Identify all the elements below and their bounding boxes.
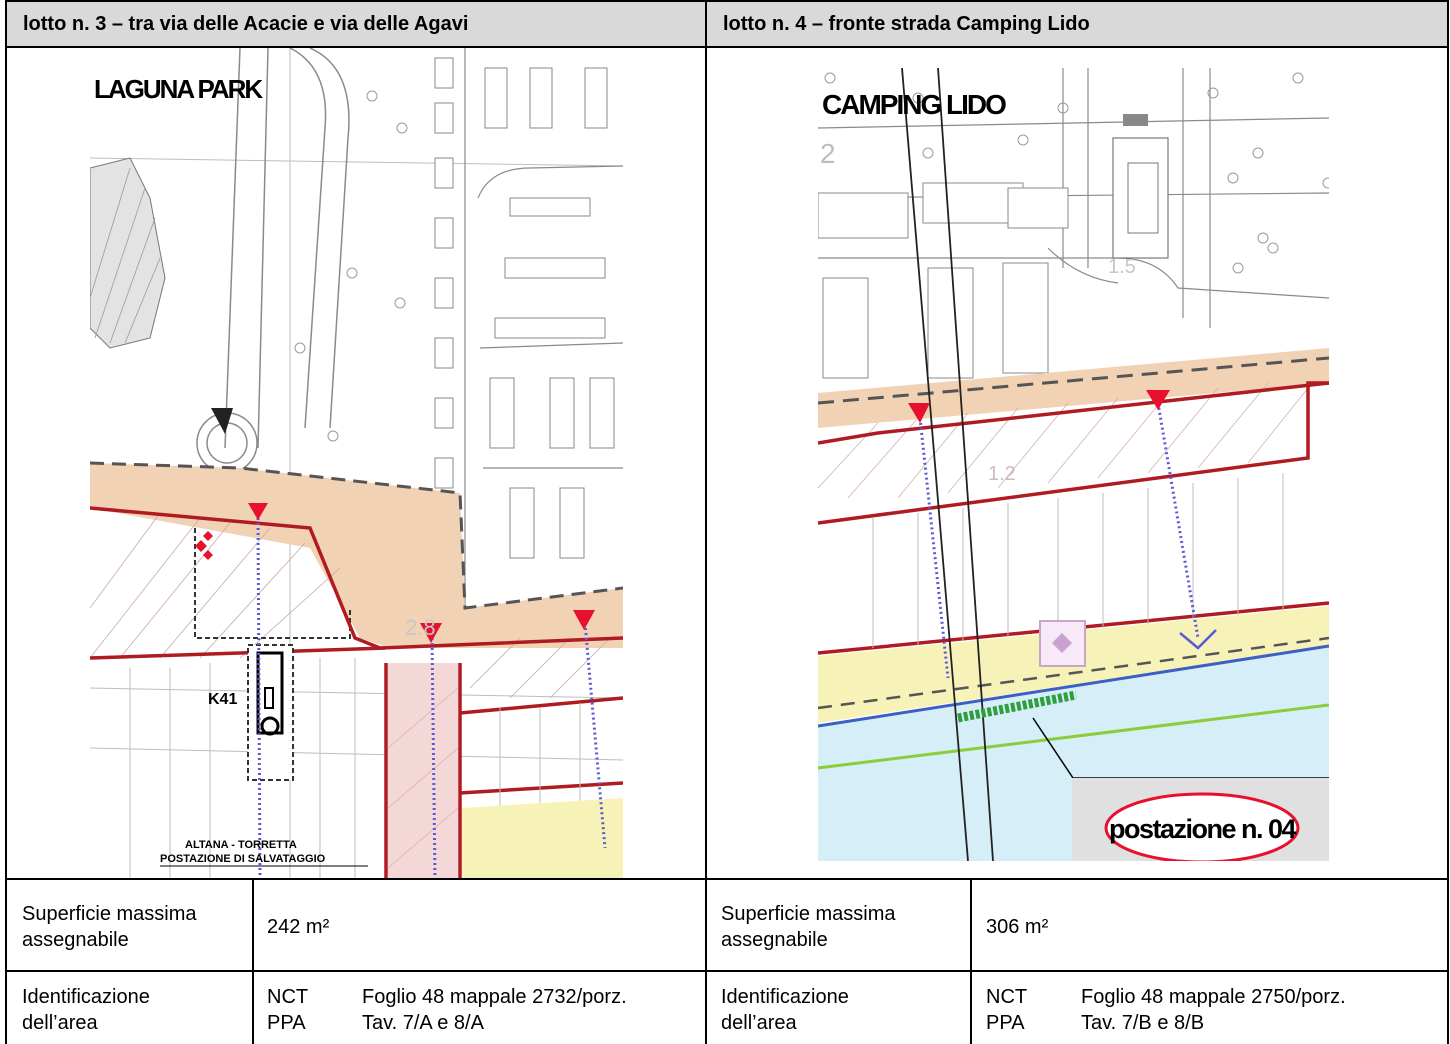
header-cell-lotto4: lotto n. 4 – fronte strada Camping Lido (707, 2, 1447, 46)
postazione-label: postazione n. 04 (1109, 814, 1297, 844)
lotto4-title: lotto n. 4 – fronte strada Camping Lido (723, 13, 1090, 35)
nct-label-lotto4: NCT (986, 986, 1028, 1008)
table-border-right (1447, 0, 1449, 1044)
superficie-label-lotto3: Superficie massima assegnabile (22, 903, 197, 951)
table-border-row2-bottom (5, 970, 1449, 972)
map-lotto3-drawing: 2.8 LAGUNA PARK K41 ALTANA - TORRETTA PO… (90, 48, 623, 878)
superficie-label-lotto4: Superficie massima assegnabile (721, 903, 896, 951)
ident-label-lotto4: Identificazione dell’area (721, 986, 849, 1034)
map3-number-label: 2.8 (405, 615, 436, 640)
table-border-middle (705, 0, 707, 1044)
ident-values-lotto4: Foglio 48 mappale 2750/porz. Tav. 7/B e … (1081, 984, 1346, 1036)
ppa-label-lotto3: PPA (267, 1012, 306, 1034)
ppa-label-lotto4: PPA (986, 1012, 1025, 1034)
superficie-value-lotto3: 242 m² (267, 916, 330, 938)
map4-number-15: 1.5 (1108, 256, 1136, 278)
ppa-value-lotto3: Tav. 7/A e 8/A (362, 1012, 484, 1034)
lotto3-title: lotto n. 3 – tra via delle Acacie e via … (23, 13, 469, 35)
nct-value-lotto4: Foglio 48 mappale 2750/porz. (1081, 986, 1346, 1008)
table-border-row1-bottom (5, 878, 1449, 880)
superficie-value-lotto4: 306 m² (986, 916, 1049, 938)
table-border-header-bottom (5, 46, 1449, 48)
ident-codes-lotto4: NCT PPA (986, 984, 1027, 1036)
nct-label-lotto3: NCT (267, 986, 309, 1008)
header-cell-lotto3: lotto n. 3 – tra via delle Acacie e via … (7, 2, 705, 46)
postazione-salvataggio-label: POSTAZIONE DI SALVATAGGIO (160, 853, 326, 865)
ident-codes-lotto3: NCT PPA (267, 984, 308, 1036)
table-border-inner-left (252, 878, 254, 1044)
nct-value-lotto3: Foglio 48 mappale 2732/porz. (362, 986, 627, 1008)
table-border-left (5, 0, 7, 1044)
map-lotto3: 2.8 LAGUNA PARK K41 ALTANA - TORRETTA PO… (90, 48, 623, 878)
map4-number-2: 2 (820, 138, 836, 169)
k41-label: K41 (208, 691, 237, 708)
ppa-value-lotto4: Tav. 7/B e 8/B (1081, 1012, 1205, 1034)
table-border-inner-right (970, 878, 972, 1044)
map-lotto4-drawing: 2 1.5 1.2 (818, 68, 1329, 861)
map4-number-12: 1.2 (988, 463, 1016, 485)
ident-label-lotto3: Identificazione dell’area (22, 986, 150, 1034)
camping-lido-label: CAMPING LIDO (822, 89, 1006, 120)
laguna-park-label: LAGUNA PARK (94, 74, 263, 104)
map-lotto4: 2 1.5 1.2 (818, 68, 1329, 861)
ident-values-lotto3: Foglio 48 mappale 2732/porz. Tav. 7/A e … (362, 984, 627, 1036)
table-border-top (5, 0, 1449, 2)
altana-label: ALTANA - TORRETTA (185, 839, 297, 851)
